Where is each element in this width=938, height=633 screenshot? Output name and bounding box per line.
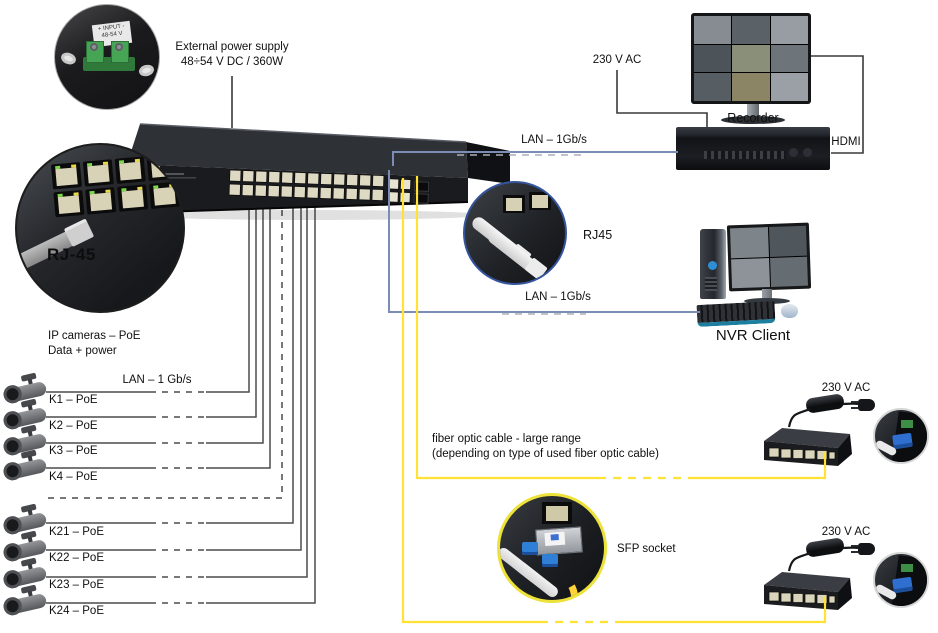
switch-right-face <box>466 142 510 184</box>
camera-label-k2: K2 – PoE <box>49 420 98 432</box>
fiber-note-line2: (depending on type of used fiber optic c… <box>432 448 659 460</box>
camera-label-k21: K21 – PoE <box>49 526 104 538</box>
camera-label-k22: K22 – PoE <box>49 552 104 564</box>
fiber-note: fiber optic cable - large range (dependi… <box>432 432 659 462</box>
fiber-connector-inset-2 <box>873 552 929 608</box>
recorder-round-buttons <box>803 148 812 157</box>
lan-to-client-label: LAN – 1Gb/s <box>525 291 591 303</box>
psu-caption: External power supply 48÷54 V DC / 360W <box>175 40 288 70</box>
recorder-device <box>676 127 830 170</box>
lan-switch-to-recorder <box>392 151 678 166</box>
rj45-ports-24 <box>228 169 385 201</box>
rj45-uplink-ports <box>387 178 412 203</box>
power-adapter-1 <box>805 393 845 414</box>
lc-connector <box>522 542 538 555</box>
power-supply-inset: + INPUT - 48-54 V <box>54 4 160 110</box>
sc-connector <box>892 432 913 450</box>
rj45-port <box>542 502 572 524</box>
mains-plug-2 <box>851 543 875 555</box>
rj45-uplink-inset <box>463 181 567 285</box>
monitor-base <box>721 116 785 124</box>
recorder-title: Recorder <box>727 111 779 125</box>
cameras-heading-line2: Data + power <box>48 345 117 357</box>
sfp-module <box>535 526 583 556</box>
camera-label-k1: K1 – PoE <box>49 394 98 406</box>
cameras-heading-line1: IP cameras – PoE <box>48 330 141 342</box>
recorder-mains-label: 230 V AC <box>592 54 642 66</box>
sc-connector <box>892 576 913 594</box>
fiber-connector-inset-1 <box>873 408 929 464</box>
fiber-note-line1: fiber optic cable - large range <box>432 433 581 445</box>
switch-top-face <box>127 124 468 178</box>
nvr-client-monitor <box>726 222 812 292</box>
rj45-closeup-label: RJ-45 <box>47 245 96 264</box>
rj45-port-grid <box>50 153 181 218</box>
switch-port-block <box>228 169 430 204</box>
remote-switch-1-mains-label: 230 V AC <box>821 382 871 394</box>
pc-tower <box>700 229 726 299</box>
camera-label-k23: K23 – PoE <box>49 579 104 591</box>
recorder-buttons <box>704 151 786 159</box>
monitor-stand <box>747 104 759 118</box>
power-adapter-2 <box>805 537 845 558</box>
camera-view-grid <box>694 16 808 101</box>
psu-caption-line2: 48÷54 V DC / 360W <box>180 56 284 68</box>
remote-poe-switch-1 <box>764 428 852 466</box>
mouse <box>781 304 798 318</box>
cameras-heading: IP cameras – PoE Data + power <box>48 329 140 359</box>
lc-connector <box>542 554 558 567</box>
mains-plug-1 <box>851 399 875 411</box>
sfp-slots <box>413 181 430 204</box>
remote-switch-ports <box>768 591 836 604</box>
nvr-client-title: NVR Client <box>715 327 791 344</box>
white-patch-cable <box>485 228 545 279</box>
lan-cameras-label: LAN – 1 Gb/s <box>122 374 192 386</box>
remote-switch-2-mains-label: 230 V AC <box>821 526 871 538</box>
hdmi-label: HDMI <box>831 136 861 148</box>
switch-shadow <box>135 210 485 220</box>
psu-caption-line1: External power supply <box>175 41 289 53</box>
surveillance-monitor <box>691 13 811 104</box>
client-view-grid <box>729 225 809 289</box>
camera-label-k3: K3 – PoE <box>49 445 98 457</box>
camera-label-k24: K24 – PoE <box>49 605 104 617</box>
remote-poe-switch-2 <box>764 572 852 610</box>
remote-switch-ports <box>768 447 836 460</box>
lan-to-recorder-label: LAN – 1Gb/s <box>521 134 587 146</box>
sfp-socket-inset <box>497 493 607 603</box>
keyboard <box>696 300 776 328</box>
rj45-uplink-label: RJ45 <box>583 228 613 242</box>
camera-label-k4: K4 – PoE <box>49 471 98 483</box>
sfp-socket-label: SFP socket <box>617 543 676 555</box>
rj45-closeup-inset: RJ-45 <box>15 143 185 313</box>
